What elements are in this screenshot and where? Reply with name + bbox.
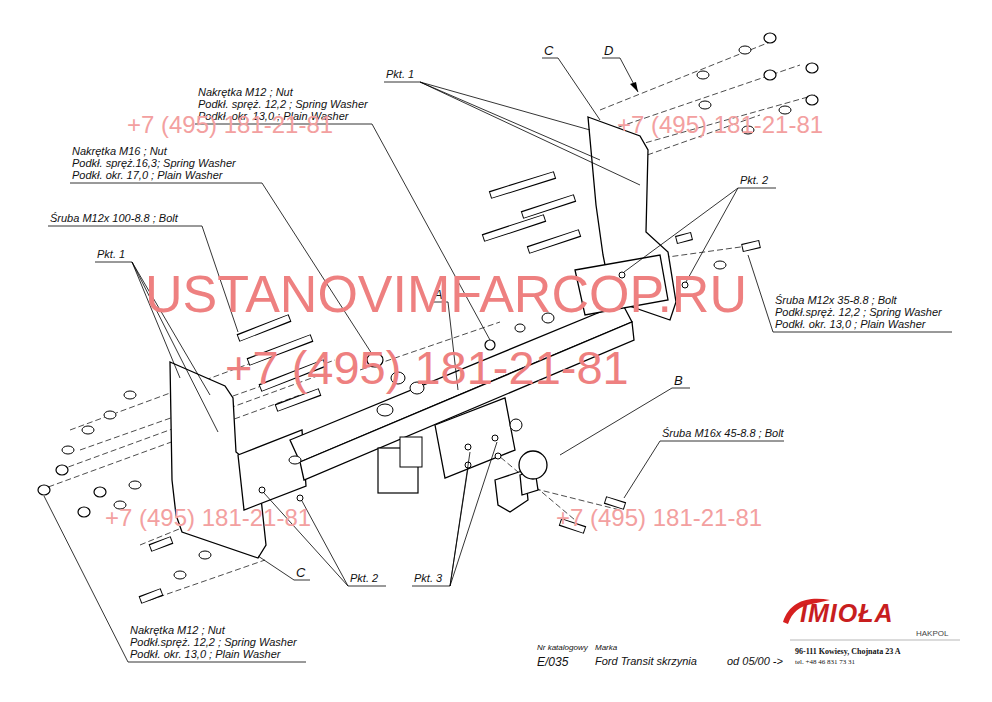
part-letter: D — [604, 44, 613, 57]
phone: tel. +48 46 831 73 31 — [795, 659, 855, 666]
callout-text: Podkł. spręż. 12,2 ; Spring Washer — [198, 99, 368, 110]
watermark: USTANOVIMFARCOP.RU — [145, 268, 747, 320]
watermark: +7 (495) 181-21-81 — [617, 113, 823, 137]
catalog-number: E/035 — [537, 656, 568, 668]
watermark: +7 (495) 181-21-81 — [556, 506, 762, 530]
callout-text: Nakrętka M12 ; Nut — [130, 625, 225, 636]
brand-sub: HAKPOL — [916, 630, 948, 638]
watermark: +7 (495) 181-21-81 — [127, 113, 333, 137]
part-letter: C — [544, 44, 553, 57]
brand-logo: IMIOŁA — [800, 601, 894, 626]
callout-text: Podkł.spręż. 12,2 ; Spring Washer — [775, 307, 942, 318]
callout-text: Podkł. okr. 17,0 ; Plain Washer — [72, 170, 222, 181]
vehicle-model: Ford Transit skrzynia — [595, 656, 697, 667]
callout-text: Śruba M12x 100-8.8 ; Bolt — [50, 213, 178, 224]
callout-number: Pkt. 1 — [97, 249, 125, 260]
vehicle-date: od 05/00 -> — [727, 656, 783, 667]
callout-text: Śruba M16x 45-8.8 ; Bolt — [662, 428, 784, 439]
callout-text: Nakrętka M16 ; Nut — [72, 146, 167, 157]
bolts — [140, 175, 760, 600]
brand-heading: Marka — [595, 644, 617, 652]
part-letter: B — [674, 374, 683, 387]
callout-text: Podkł. okr. 13,0 ; Plain Washer — [130, 649, 280, 660]
callout-number: Pkt. 3 — [414, 573, 442, 584]
callout-text: Podkł.spręż. 12,2 ; Spring Washer — [130, 637, 297, 648]
callout-text: Śruba M12x 35-8.8 ; Bolt — [775, 295, 897, 306]
part-letter: C — [296, 566, 305, 579]
callout-text: Podkł. okr. 13,0 ; Plain Washer — [775, 319, 925, 330]
callout-number: Pkt. 2 — [740, 175, 768, 186]
address: 96-111 Kowiesy, Chojnata 23 A — [795, 648, 901, 656]
callout-number: Pkt. 2 — [350, 573, 378, 584]
callout-text: Nakrętka M12 ; Nut — [198, 87, 293, 98]
catalog-heading: Nr katalogowy — [537, 644, 588, 652]
callout-text: Podkł. spręż.16,3; Spring Washer — [72, 158, 236, 169]
leader-lines — [44, 58, 952, 662]
watermark: +7 (495) 181-21-81 — [225, 344, 629, 391]
watermark: +7 (495) 181-21-81 — [105, 506, 311, 530]
tow-ball — [495, 451, 547, 512]
callout-number: Pkt. 1 — [386, 69, 414, 80]
